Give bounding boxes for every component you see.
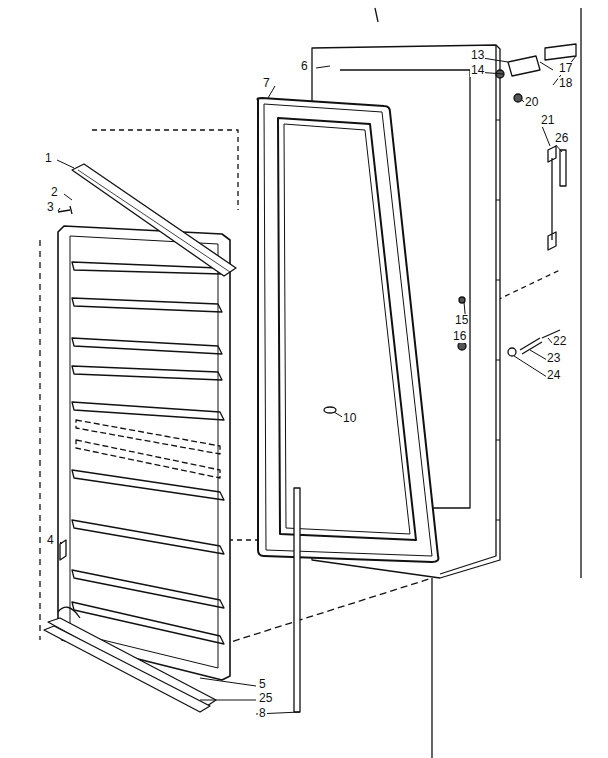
callout-number: 5	[258, 678, 267, 691]
callout-number: 2	[50, 186, 59, 199]
assembly-line	[228, 539, 258, 540]
assembly-line	[39, 240, 40, 640]
door-gasket	[258, 98, 439, 562]
bottom-strip	[48, 618, 216, 708]
callout-number: 14	[470, 64, 485, 77]
callout-number: 4	[46, 534, 55, 547]
door-liner	[58, 226, 230, 680]
callout-number: 3	[46, 201, 55, 214]
callout-number: 26	[554, 132, 569, 145]
callout-number: 24	[546, 369, 561, 382]
spring-clip	[58, 607, 80, 618]
callout-number: 15	[454, 314, 469, 327]
callout-number: 16	[452, 330, 467, 343]
bottom-strip	[44, 626, 210, 712]
callout-number: 18	[558, 77, 573, 90]
callout-number: 13	[470, 49, 485, 62]
callout-number: 21	[540, 114, 555, 127]
nut	[514, 94, 522, 102]
hinge-plate	[545, 44, 576, 60]
top-rail	[72, 164, 236, 276]
reference-line	[375, 8, 378, 22]
handle	[548, 146, 556, 250]
leader-line	[57, 56, 576, 714]
callout-number: 6	[300, 60, 309, 73]
breaker-strip	[294, 488, 300, 712]
callout-number: 22	[552, 335, 567, 348]
callout-number: 8	[258, 707, 267, 720]
assembly-line	[497, 270, 560, 300]
callout-number: 7	[262, 77, 271, 90]
callout-number: 10	[342, 412, 357, 425]
callout-number: 25	[258, 692, 273, 705]
callout-number: 23	[546, 352, 561, 365]
reference-line	[580, 8, 581, 578]
callout-number: 1	[44, 152, 53, 165]
clip	[60, 540, 66, 560]
spring	[520, 338, 542, 354]
hinge-bracket	[508, 56, 540, 76]
washer	[508, 348, 516, 356]
slot-cover	[560, 150, 566, 186]
reference-line	[431, 578, 432, 758]
callout-number: 20	[524, 96, 539, 109]
callout-number: 17	[558, 62, 573, 75]
screw	[58, 206, 72, 214]
assembly-line	[212, 578, 432, 648]
